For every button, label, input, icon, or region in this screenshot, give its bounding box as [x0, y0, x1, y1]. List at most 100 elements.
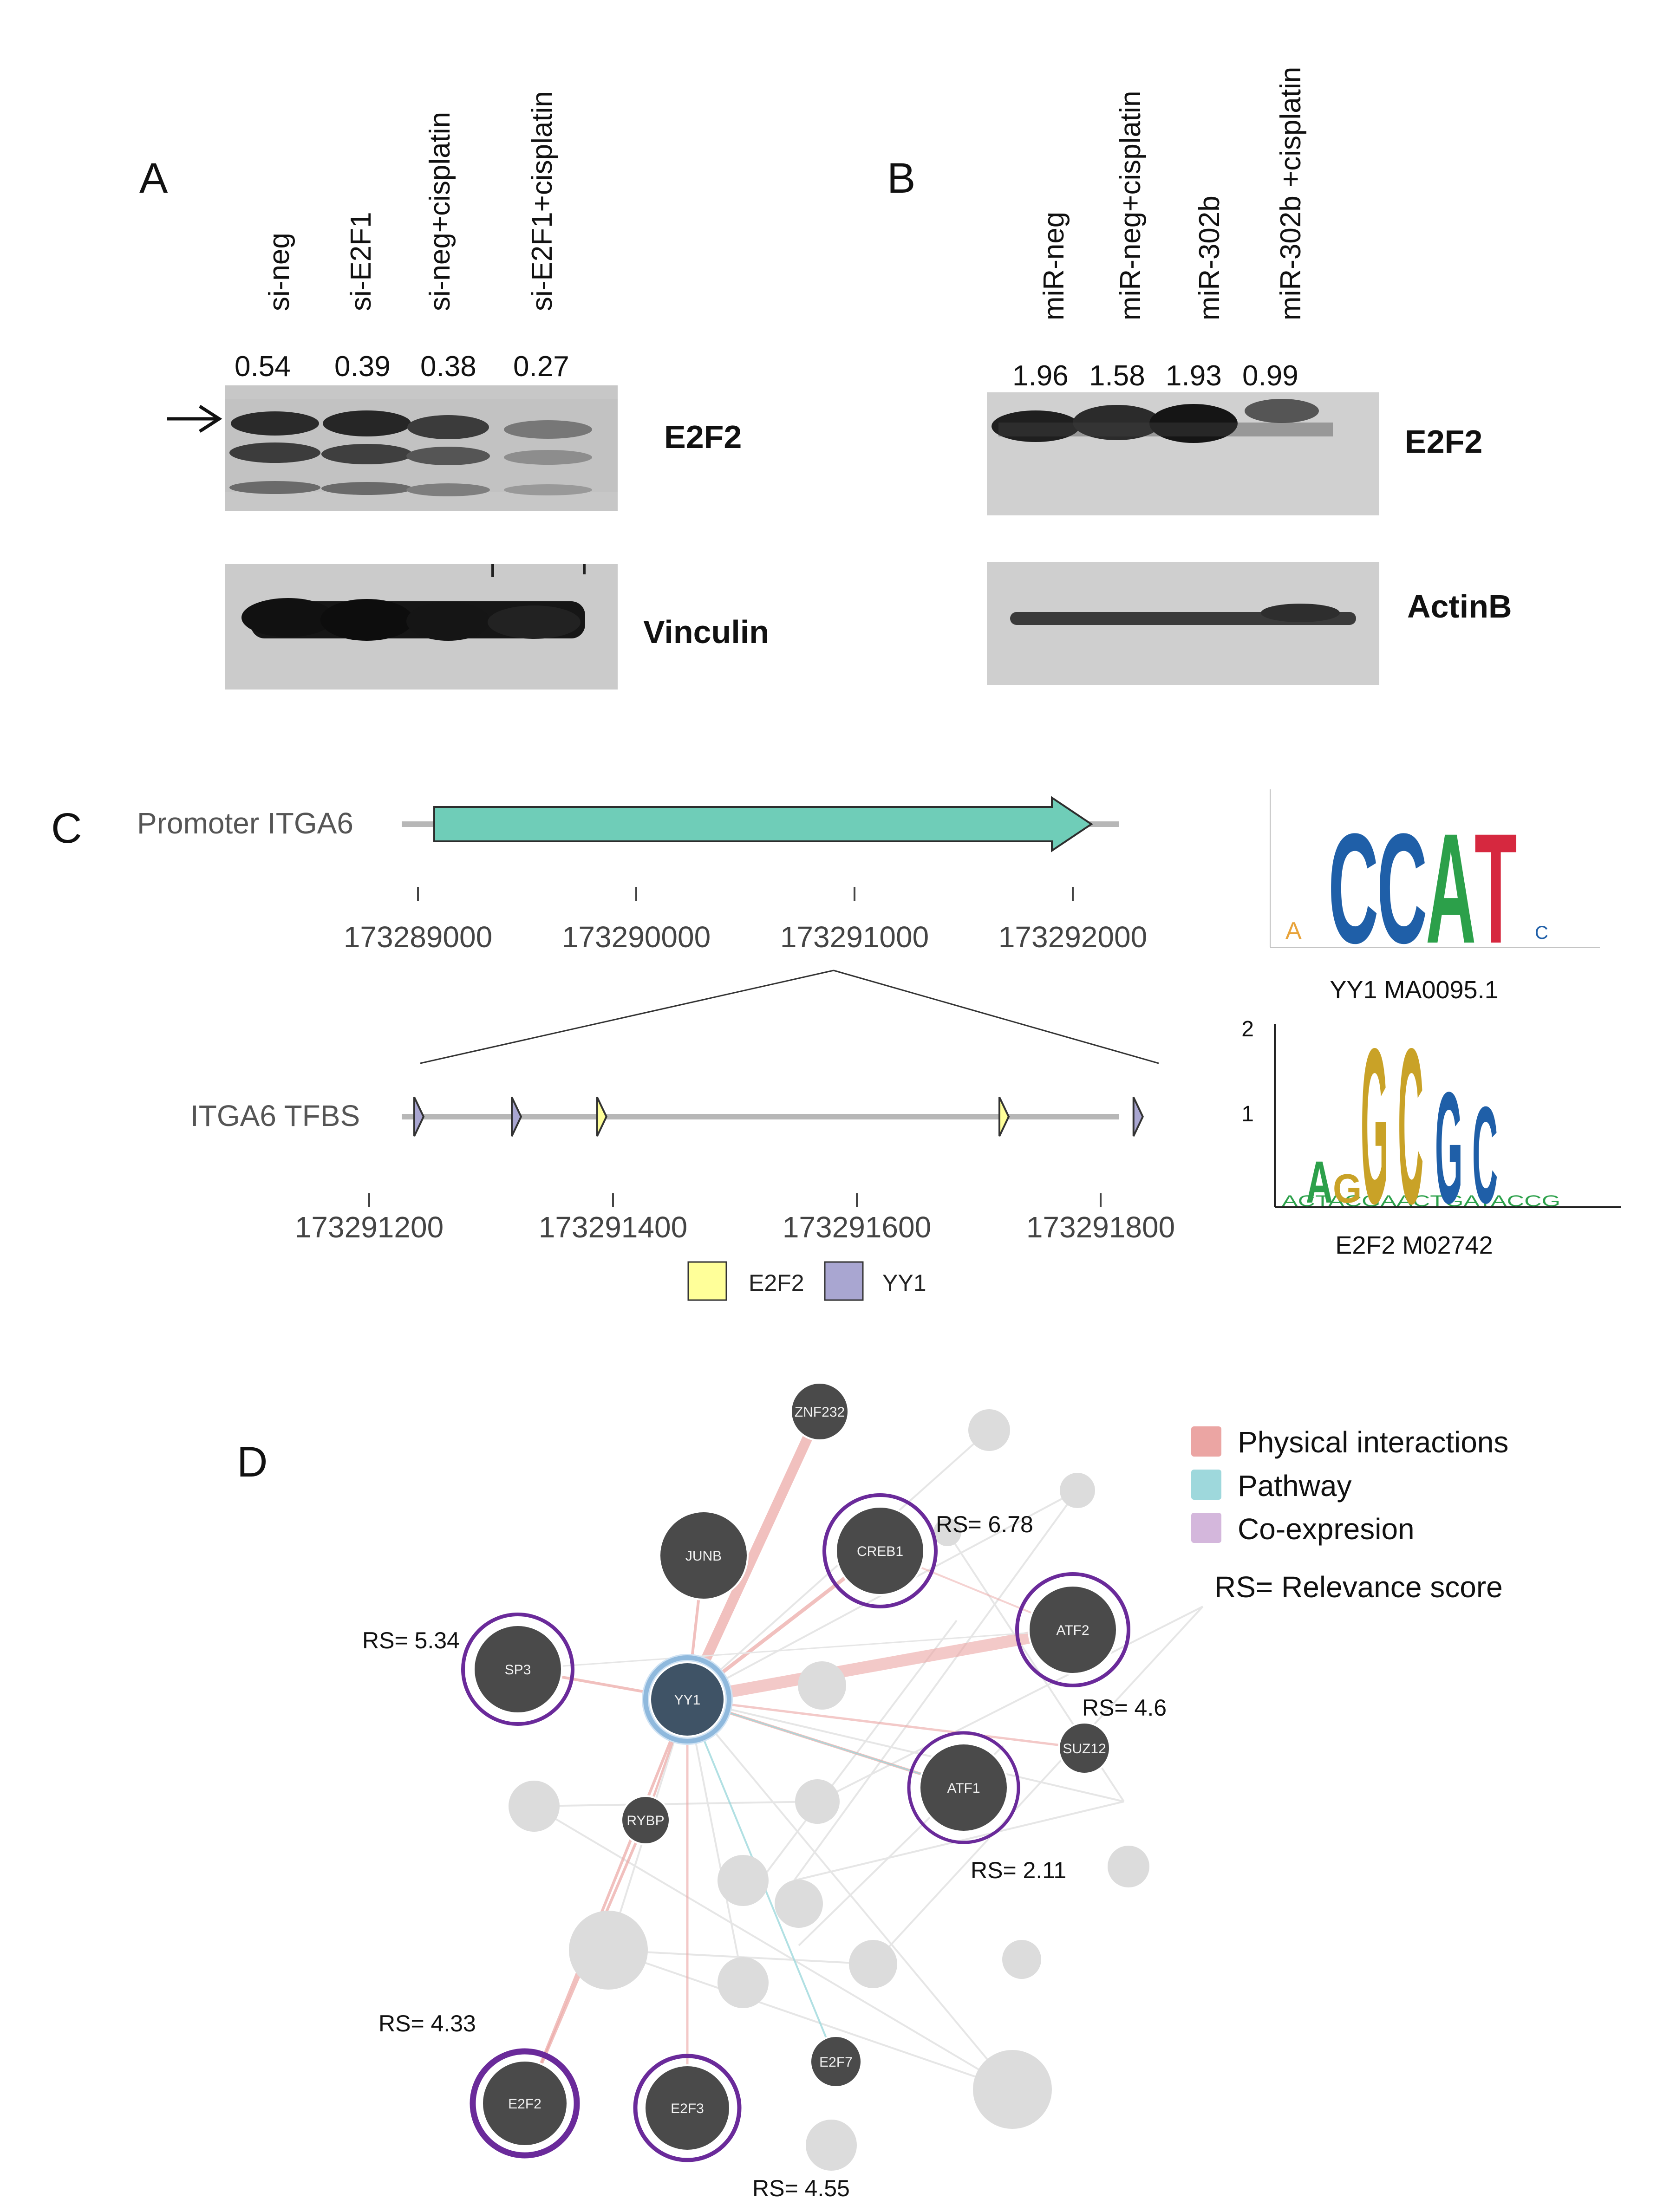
network-node-rybp[interactable] [620, 1795, 671, 1845]
rs-label: RS= 2.11 [971, 1857, 1066, 1883]
logo-letter: T [1474, 801, 1517, 976]
lane-label: si-neg+cisplatin [424, 112, 456, 311]
rs-label: RS= 4.33 [378, 2010, 476, 2036]
panel-c-letter: C [51, 805, 82, 852]
blot-vinculin [225, 564, 618, 690]
arrow-icon [167, 405, 222, 433]
rs-label: RS= 4.55 [752, 2175, 850, 2201]
relevance-ring [461, 1613, 574, 1726]
network-node-creb1[interactable] [835, 1506, 925, 1596]
legend-swatch-yy1 [824, 1261, 864, 1301]
tfbs-axis: 173291200 173291400 173291600 173291800 [295, 1193, 1175, 1244]
network-node-e2f7[interactable] [809, 2035, 862, 2088]
zoom-line [420, 969, 834, 1064]
svg-text:C: C [1472, 1078, 1498, 1232]
tfbs-marker-yy1 [511, 1097, 522, 1137]
node-label: E2F7 [819, 2055, 853, 2070]
logo-letter: C [1328, 801, 1378, 976]
panel-a-letter: A [139, 155, 168, 202]
node-label: ATF2 [1056, 1623, 1089, 1638]
network-node-yy1[interactable] [649, 1661, 725, 1737]
tick-label: 173291000 [780, 920, 929, 954]
network-node-ghost [798, 1661, 846, 1710]
legend-swatch-pathway [1191, 1470, 1221, 1500]
e2f2-sequence-logo: 2 1 ACTACGAACTGATACCG A G G C G C [1241, 1003, 1621, 1250]
logo-caption: E2F2 M02742 [1335, 1231, 1493, 1259]
rs-note: RS= Relevance score [1214, 1570, 1503, 1604]
quant-value: 1.58 [1089, 360, 1145, 392]
network-node-e2f2[interactable] [481, 2060, 568, 2147]
blot-e2f2-a [225, 385, 618, 511]
logo-caption: YY1 MA0095.1 [1330, 976, 1498, 1004]
relevance-ring [1015, 1572, 1130, 1687]
lane-label: miR-neg+cisplatin [1115, 91, 1147, 321]
network-node-ghost [968, 1409, 1010, 1451]
blot-label-e2f2: E2F2 [1405, 423, 1482, 460]
ghost-nodes [509, 1409, 1149, 2171]
lane-label: si-neg [263, 233, 295, 311]
network-node-junb[interactable] [659, 1510, 749, 1600]
legend-label: Co-expresion [1238, 1512, 1415, 1546]
promoter-axis: 173289000 173290000 173291000 173292000 [344, 887, 1147, 954]
relevance-ring [470, 2048, 580, 2159]
lane-label: miR-302b [1194, 195, 1226, 320]
lane-label: si-E2F1 [345, 212, 377, 311]
quant-value: 0.39 [334, 351, 391, 383]
logo-letter: C [1535, 923, 1548, 943]
relevance-rings [461, 1493, 1130, 2162]
svg-text:A: A [1426, 801, 1476, 976]
network-node-ghost [569, 1911, 648, 1990]
legend-label: Physical interactions [1238, 1425, 1508, 1459]
logo-letter: G [1435, 1059, 1463, 1236]
logo-letter: G [1333, 1165, 1362, 1211]
network-legend: Physical interactions Pathway Co-expresi… [1191, 1425, 1508, 1604]
node-label: YY1 [674, 1692, 701, 1708]
panel-c: C Promoter ITGA6 173289000 173290000 173… [51, 789, 1621, 1301]
panel-b: B miR-neg miR-neg+cisplatin miR-302b miR… [887, 67, 1512, 685]
logo-letter: A [1285, 917, 1302, 944]
network-node-ghost [509, 1781, 560, 1832]
panel-d: D [237, 1382, 1508, 2201]
quant-value: 0.99 [1242, 360, 1298, 392]
network-node-atf2[interactable] [1028, 1585, 1118, 1675]
panel-b-letter: B [887, 155, 915, 202]
logo-letter: C [1398, 1003, 1423, 1250]
network-node-ghost [795, 1779, 840, 1824]
svg-text:G: G [1435, 1059, 1463, 1236]
network-node-sp3[interactable] [473, 1624, 563, 1714]
tick-label: 173290000 [562, 920, 711, 954]
quant-value: 0.27 [513, 351, 569, 383]
tick-label: 173291800 [1026, 1210, 1175, 1244]
lane-label: miR-302b +cisplatin [1275, 67, 1307, 320]
svg-text:G: G [1333, 1165, 1362, 1211]
rs-label: RS= 4.6 [1082, 1695, 1167, 1721]
svg-text:C: C [1328, 801, 1378, 976]
network-node-atf1[interactable] [919, 1743, 1009, 1833]
network-node-suz12[interactable] [1058, 1722, 1111, 1775]
node-label: E2F3 [671, 2101, 704, 2116]
lane-label: miR-neg [1038, 212, 1070, 320]
tfbs-sites [413, 1097, 1144, 1137]
node-label: CREB1 [857, 1544, 903, 1559]
node-label: ZNF232 [795, 1405, 845, 1420]
rs-label: RS= 5.34 [362, 1627, 460, 1653]
blot-label-e2f2: E2F2 [664, 419, 742, 455]
node-label: RYBP [626, 1813, 664, 1828]
legend-swatch-coexpression [1191, 1513, 1221, 1543]
logo-letter: C [1472, 1078, 1498, 1232]
quant-value: 0.54 [235, 351, 291, 383]
promoter-label: Promoter ITGA6 [137, 807, 353, 840]
network-node-e2f3[interactable] [644, 2064, 731, 2152]
quant-value: 1.93 [1166, 360, 1222, 392]
tfbs-marker-e2f2 [998, 1097, 1010, 1137]
legend-swatch-physical [1191, 1426, 1221, 1457]
node-labels: YY1 ZNF232 JUNB CREB1 ATF2 SP3 SUZ12 ATF… [505, 1405, 1106, 2116]
legend-label: YY1 [882, 1270, 926, 1296]
network-node-znf232[interactable] [790, 1382, 849, 1441]
logo-letter: C [1377, 801, 1427, 976]
tfbs-label: ITGA6 TFBS [190, 1099, 360, 1132]
tick-label: 173291600 [783, 1210, 931, 1244]
svg-text:C: C [1398, 1003, 1423, 1250]
network-node-ghost [775, 1880, 823, 1928]
